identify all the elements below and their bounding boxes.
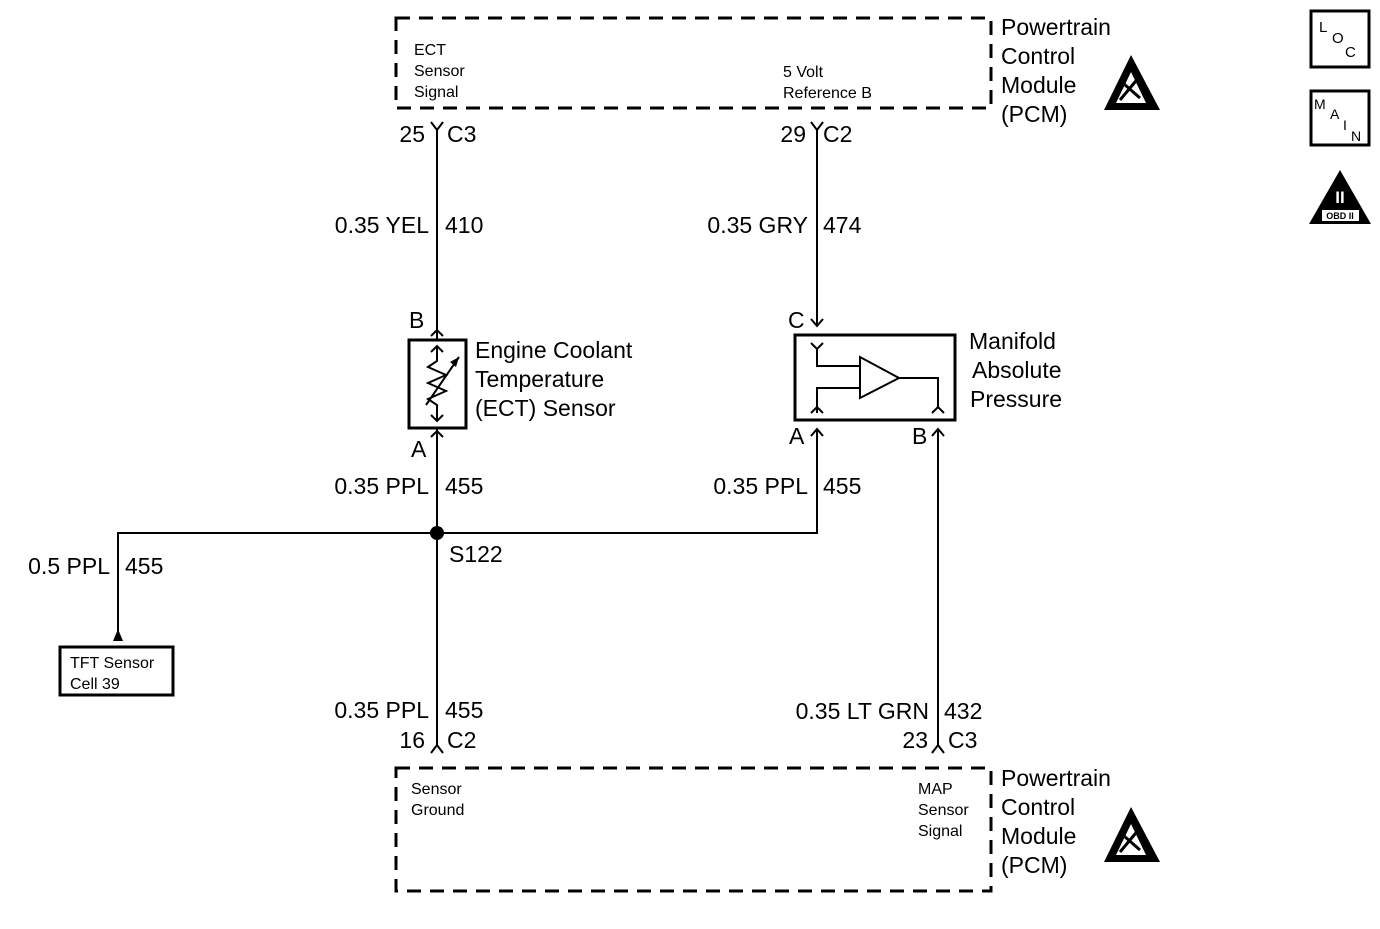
map-terminal-a: A bbox=[789, 423, 805, 449]
pcm-bottom-title: Powertrain Control Module (PCM) bbox=[1001, 765, 1111, 878]
map-signal-wire bbox=[931, 429, 945, 754]
tft-sensor-reference[interactable]: TFT Sensor Cell 39 bbox=[58, 645, 175, 697]
svg-text:M: M bbox=[1314, 96, 1326, 112]
wire-410-color: 0.35 YEL bbox=[335, 212, 429, 238]
pcm-top-ect-signal-label: ECT Sensor Signal bbox=[414, 42, 465, 101]
wire-432-color: 0.35 LT GRN bbox=[796, 698, 929, 724]
svg-text:Engine Coolant: Engine Coolant bbox=[475, 337, 633, 363]
svg-text:(PCM): (PCM) bbox=[1001, 852, 1067, 878]
pcm-top-box bbox=[394, 16, 993, 110]
wire-455-ect-circuit: 455 bbox=[445, 473, 483, 499]
svg-text:I: I bbox=[1343, 117, 1347, 133]
connector-c3-top: C3 bbox=[447, 121, 476, 147]
wire-455-tft-color: 0.5 PPL bbox=[28, 553, 110, 579]
pcm-top-title: Powertrain Control Module (PCM) bbox=[1001, 14, 1111, 127]
wire-455-ect-color: 0.35 PPL bbox=[334, 473, 429, 499]
svg-text:Control: Control bbox=[1001, 794, 1075, 820]
pin-25: 25 bbox=[399, 121, 425, 147]
svg-text:5 Volt: 5 Volt bbox=[783, 64, 824, 81]
svg-text:Reference B: Reference B bbox=[783, 85, 872, 102]
pcm-bottom-box bbox=[394, 766, 993, 893]
pin-23: 23 bbox=[902, 727, 928, 753]
svg-text:Module: Module bbox=[1001, 823, 1076, 849]
tft-reference-box bbox=[58, 645, 175, 697]
obd-ii-icon[interactable]: II OBD II bbox=[1309, 170, 1371, 224]
svg-text:Powertrain: Powertrain bbox=[1001, 14, 1111, 40]
svg-text:Sensor: Sensor bbox=[414, 63, 465, 80]
pin-29: 29 bbox=[780, 121, 806, 147]
wire-474-color: 0.35 GRY bbox=[707, 212, 808, 238]
connector-c3-bottom: C3 bbox=[948, 727, 977, 753]
svg-text:C: C bbox=[1345, 44, 1356, 61]
amplifier-icon bbox=[810, 342, 945, 414]
svg-text:TFT Sensor: TFT Sensor bbox=[70, 655, 155, 672]
loc-icon[interactable]: L O C bbox=[1309, 9, 1371, 69]
svg-text:Sensor: Sensor bbox=[918, 802, 969, 819]
wire-455-tft-circuit: 455 bbox=[125, 553, 163, 579]
connector-c2-bottom: C2 bbox=[447, 727, 476, 753]
splice-s122-label: S122 bbox=[449, 541, 503, 567]
svg-text:Signal: Signal bbox=[414, 84, 458, 101]
pin-16-arrow bbox=[430, 743, 444, 754]
wire-432-circuit: 432 bbox=[944, 698, 982, 724]
wire-410-circuit: 410 bbox=[445, 212, 483, 238]
map-sensor-name: Manifold Absolute Pressure bbox=[969, 328, 1062, 412]
esd-warning-icon-bottom bbox=[1104, 807, 1160, 862]
svg-text:Pressure: Pressure bbox=[970, 386, 1062, 412]
wire-455-map-circuit: 455 bbox=[823, 473, 861, 499]
svg-text:Signal: Signal bbox=[918, 823, 962, 840]
splice-s122-dot bbox=[430, 526, 444, 540]
svg-text:(PCM): (PCM) bbox=[1001, 101, 1067, 127]
svg-text:(ECT) Sensor: (ECT) Sensor bbox=[475, 395, 616, 421]
map-terminal-b: B bbox=[912, 423, 927, 449]
svg-text:Sensor: Sensor bbox=[411, 781, 462, 798]
ect-sensor-name: Engine Coolant Temperature (ECT) Sensor bbox=[475, 337, 633, 421]
svg-text:O: O bbox=[1332, 30, 1344, 47]
ect-terminal-b: B bbox=[409, 307, 424, 333]
ect-terminal-b-arrow bbox=[430, 328, 444, 337]
svg-text:Absolute: Absolute bbox=[972, 357, 1062, 383]
wire-455-pcm-circuit: 455 bbox=[445, 697, 483, 723]
esd-warning-icon bbox=[1104, 55, 1160, 110]
svg-text:A: A bbox=[1330, 106, 1340, 122]
svg-text:MAP: MAP bbox=[918, 781, 953, 798]
ground-bus-wire bbox=[117, 429, 818, 640]
svg-text:Cell 39: Cell 39 bbox=[70, 676, 120, 693]
wire-455-map-color: 0.35 PPL bbox=[713, 473, 808, 499]
wire-474-circuit: 474 bbox=[823, 212, 862, 238]
svg-text:Control: Control bbox=[1001, 43, 1075, 69]
main-icon[interactable]: M A I N bbox=[1309, 89, 1371, 147]
connector-c2-top: C2 bbox=[823, 121, 852, 147]
pin-16: 16 bbox=[399, 727, 425, 753]
svg-text:Powertrain: Powertrain bbox=[1001, 765, 1111, 791]
ect-terminal-a: A bbox=[411, 436, 427, 462]
tft-reference-arrow-icon bbox=[113, 629, 123, 641]
svg-text:Temperature: Temperature bbox=[475, 366, 604, 392]
svg-text:ECT: ECT bbox=[414, 42, 446, 59]
svg-text:OBD II: OBD II bbox=[1326, 211, 1354, 221]
svg-text:II: II bbox=[1335, 188, 1344, 207]
svg-text:L: L bbox=[1319, 19, 1327, 36]
thermistor-icon bbox=[425, 344, 460, 423]
ref-b-wire bbox=[810, 121, 824, 328]
wire-455-pcm-color: 0.35 PPL bbox=[334, 697, 429, 723]
pcm-top-ref-label: 5 Volt Reference B bbox=[783, 64, 872, 102]
map-terminal-c: C bbox=[788, 307, 805, 333]
svg-text:Ground: Ground bbox=[411, 802, 464, 819]
pcm-bottom-map-signal-label: MAP Sensor Signal bbox=[918, 781, 969, 840]
pcm-bottom-ground-label: Sensor Ground bbox=[411, 781, 464, 819]
svg-text:Module: Module bbox=[1001, 72, 1076, 98]
svg-text:N: N bbox=[1351, 128, 1361, 144]
svg-text:Manifold: Manifold bbox=[969, 328, 1056, 354]
ect-signal-wire bbox=[430, 121, 444, 340]
